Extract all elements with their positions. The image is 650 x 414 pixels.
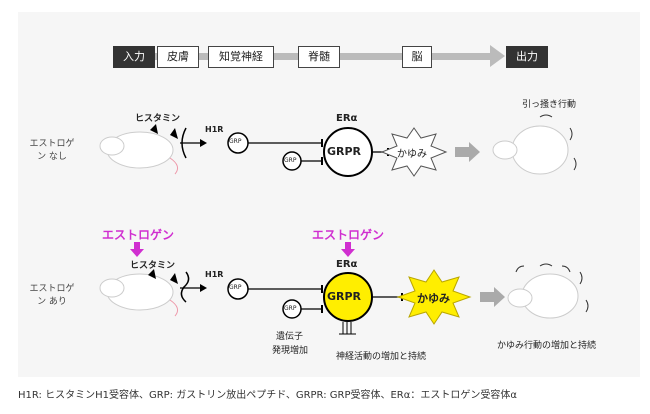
h1r-label-2: H1R	[205, 270, 224, 279]
histamine-label-1: ヒスタミン	[135, 114, 181, 124]
itch-star-2	[396, 269, 472, 325]
flow-input: 入力	[113, 46, 155, 68]
mouse-right-2	[507, 263, 589, 319]
itch-label-2: かゆみ	[417, 292, 450, 305]
h1r-label-1: H1R	[205, 125, 224, 134]
flow-stage-sensory-nerve: 知覚神経	[208, 46, 274, 68]
flow-stage-skin: 皮膚	[157, 46, 199, 68]
diagram-panel	[18, 12, 640, 377]
scratching-behavior-label: 引っ掻き行動	[522, 100, 577, 110]
gene-expression-line1: 遺伝子	[276, 332, 304, 342]
footer-legend: H1R: ヒスタミンH1受容体、GRP: ガストリン放出ペプチド、GRPR: G…	[18, 390, 517, 401]
er-alpha-label-2: ERα	[336, 259, 358, 270]
grp-label-1: GRP	[229, 138, 242, 145]
flow-stage-brain: 脳	[402, 46, 432, 68]
flow-output: 出力	[506, 46, 548, 68]
neural-activity-marks	[339, 322, 356, 335]
condition-with-estrogen: エストロゲン あり	[29, 284, 75, 307]
flow-stage-spinal-cord: 脊髄	[298, 46, 340, 68]
estrogen-label-center: エストロゲン	[312, 228, 385, 242]
estrogen-label-left: エストロゲン	[102, 228, 175, 242]
histamine-label-2: ヒスタミン	[130, 261, 176, 271]
er-alpha-label-1: ERα	[336, 113, 358, 124]
itch-label-1: かゆみ	[397, 149, 427, 160]
condition-without-estrogen: エストロゲン なし	[29, 139, 75, 162]
neural-activity-label: 神経活動の増加と持続	[336, 352, 427, 362]
grpr-label-1: GRPR	[327, 145, 362, 158]
grpr-label-2: GRPR	[327, 290, 362, 303]
grp-label-2: GRP	[229, 284, 242, 291]
grp-small-label-1: GRP	[284, 157, 297, 164]
flow-arrow-head	[490, 45, 505, 67]
itch-behavior-increase-label: かゆみ行動の増加と持続	[497, 341, 597, 351]
mouse-left-1	[99, 131, 179, 175]
mouse-left-2	[99, 273, 179, 317]
itch-star-1	[380, 127, 448, 177]
gene-expression-line2: 発現増加	[272, 346, 309, 356]
grp-small-label-2: GRP	[284, 305, 297, 312]
mouse-right-1	[492, 114, 577, 175]
